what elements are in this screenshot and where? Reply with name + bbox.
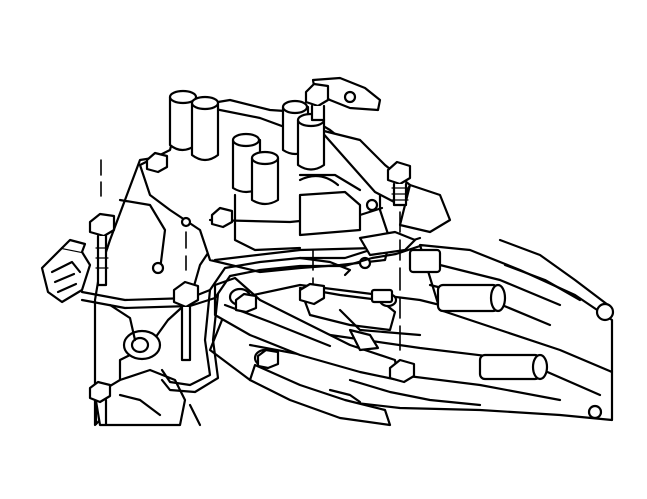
- electrical-connector: [40, 238, 92, 304]
- mounting-nuts: [88, 151, 280, 426]
- fuel-injectors: [208, 238, 615, 422]
- fuel-pressure-regulator-bracket: [298, 76, 417, 277]
- mounting-bolts: [88, 82, 416, 384]
- upper-housing-ports: [168, 89, 340, 206]
